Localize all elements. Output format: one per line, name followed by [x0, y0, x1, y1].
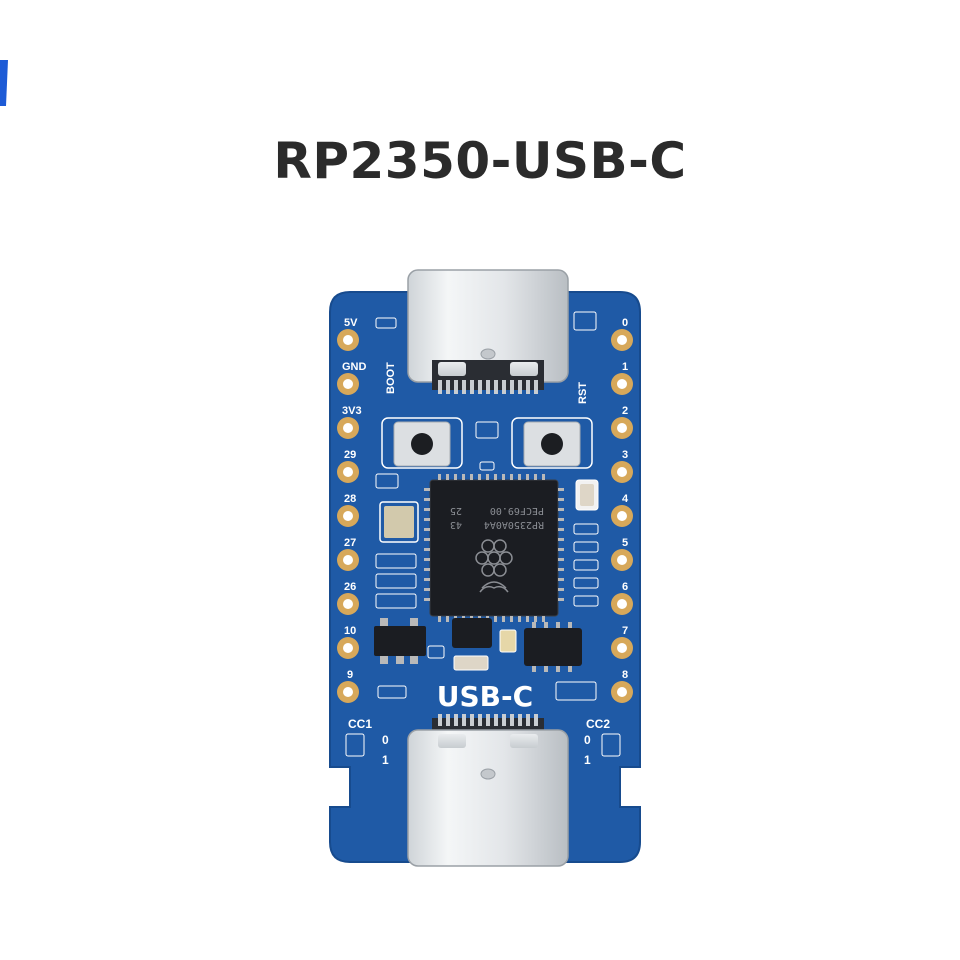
chip-marking-line1-suffix: 43: [450, 519, 462, 530]
cc1-label: CC1: [348, 717, 372, 731]
pin-label-0: 0: [622, 317, 628, 329]
rst-label: RST: [577, 382, 589, 404]
reset-button: [511, 417, 593, 469]
passive-components-top: [475, 421, 499, 471]
pin-label-9: 9: [347, 669, 353, 681]
usb-c-connector-bottom: [407, 714, 569, 867]
pin-label-5: 5: [622, 537, 628, 549]
pin-label-3: 3: [622, 449, 628, 461]
pcb-board-photo: 5V GND 3V3 29 28 27 26 10 9 0 1 2 3 4 5 …: [320, 262, 650, 882]
flash-memory-chip: [524, 622, 582, 672]
pin-label-26: 26: [344, 581, 356, 593]
chip-marking-line2-suffix: 25: [450, 505, 462, 516]
pin-label-3v3: 3V3: [342, 405, 362, 417]
pin-label-2: 2: [622, 405, 628, 417]
pin-label-8: 8: [622, 669, 628, 681]
pin-label-10: 10: [344, 625, 356, 637]
boot-button: [381, 417, 463, 469]
pin-label-gnd: GND: [342, 361, 367, 373]
chip-marking-line2: PECF69.00: [490, 505, 544, 516]
crystal-oscillator: [375, 473, 419, 543]
cc2-label: CC2: [586, 717, 610, 731]
blue-corner-mark: [0, 60, 10, 106]
boot-label: BOOT: [385, 362, 397, 394]
right-pin-pads: [611, 329, 633, 703]
passive-components-left: [375, 553, 417, 609]
usb-c-silkscreen-label: USB-C: [437, 680, 533, 713]
pin-label-6: 6: [622, 581, 628, 593]
cc2-jumper-1-label: 1: [584, 753, 591, 767]
pin-label-28: 28: [344, 493, 356, 505]
cc-jumper-pads: [345, 733, 621, 757]
cc1-jumper-1-label: 1: [382, 753, 389, 767]
passive-components-right: [573, 523, 599, 607]
pin-label-1: 1: [622, 361, 628, 373]
power-components: [427, 618, 517, 671]
cc2-jumper-0-label: 0: [584, 733, 591, 747]
passive-components-bottom: [377, 681, 597, 701]
pin-label-7: 7: [622, 625, 628, 637]
raspberry-pi-logo: [475, 539, 513, 593]
pin-label-4: 4: [622, 493, 629, 505]
pin-label-5v: 5V: [344, 317, 358, 329]
left-pin-pads: [337, 329, 359, 703]
pin-label-27: 27: [344, 537, 356, 549]
product-title: RP2350-USB-C: [273, 132, 687, 190]
rgb-led: [575, 479, 599, 511]
chip-marking-line1: RP2350A0A4: [484, 519, 544, 530]
pin-label-29: 29: [344, 449, 356, 461]
rp2350-chip: RP2350A0A4 43 PECF69.00 25: [424, 474, 564, 622]
usb-c-connector-top: [407, 269, 569, 394]
cc1-jumper-0-label: 0: [382, 733, 389, 747]
voltage-regulator: [374, 618, 426, 664]
